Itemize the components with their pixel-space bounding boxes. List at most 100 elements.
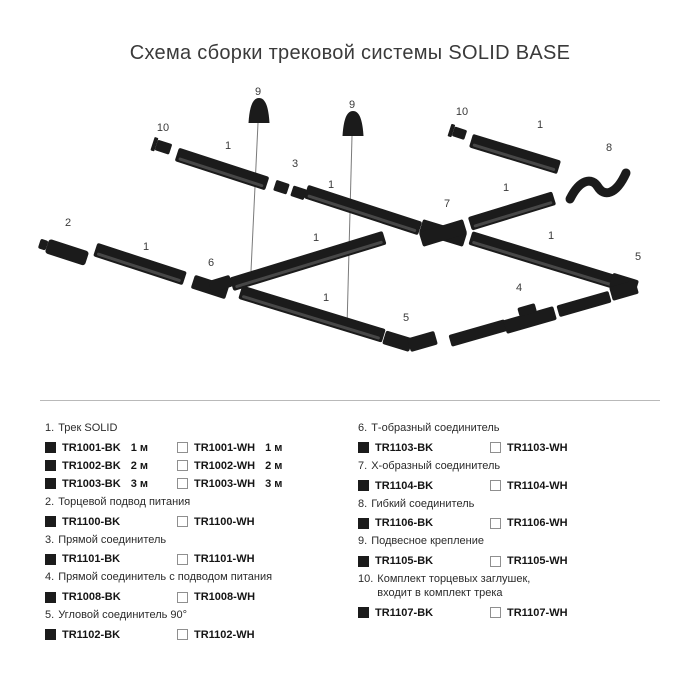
callout-number: 5 [403,312,409,324]
legend-item-title: 6. Т-образный соединитель [358,422,657,436]
track-segment [175,148,269,190]
white-swatch [177,591,188,603]
legend-entry-white: TR1103-WH [490,442,657,454]
legend-item-end-feed: 2. Торцевой подвод питания TR1100-BK TR1… [45,496,344,528]
legend-item-t-connector: 6. Т-образный соединитель TR1103-BK TR11… [358,422,657,454]
legend-item-label: Гибкий соединитель [371,497,475,510]
legend-row: TR1003-BK 3 м TR1003-WH 3 м [45,478,344,490]
legend-entry-white: TR1101-WH [177,553,344,565]
legend-entry-white: TR1008-WH [177,591,344,603]
legend-item-label: Прямой соединитель с подводом питания [58,571,273,584]
legend-item-title: 7. Х-образный соединитель [358,460,657,474]
legend-item-number: 5. [45,609,55,621]
product-size: 1 м [265,441,283,454]
product-code: TR1101-WH [194,553,255,566]
power-feed-icon [38,239,89,266]
track-segment [448,319,508,347]
x-connector-icon [419,219,467,247]
legend-item-label: Подвесное крепление [371,535,484,548]
callout-number: 1 [328,179,334,191]
legend-item-title: 1. Трек SOLID [45,422,344,436]
product-code: TR1008-BK [62,591,121,603]
callout-number: 7 [444,198,450,210]
track-segment [468,191,556,231]
white-swatch [177,516,188,527]
legend-row: TR1104-BK TR1104-WH [358,480,657,492]
corner-connector-icon [609,273,639,301]
legend-item-title: 10. Комплект торцевых заглушек, входит в… [358,573,657,601]
product-code: TR1002-WH [194,459,256,472]
legend-column-left: 1. Трек SOLID TR1001-BK 1 м TR1001-WH 1 … [45,417,344,647]
legend-item-label: Угловой соединитель 90° [58,609,188,621]
black-swatch [358,480,369,491]
white-swatch [177,478,188,490]
white-swatch [490,607,501,618]
legend-entry-black: TR1104-BK [358,480,490,492]
legend-item-title: 3. Прямой соединитель [45,534,344,548]
track-segment [93,243,187,285]
corner-connector-icon [382,330,438,352]
product-code: TR1106-BK [375,517,434,530]
track-segment [469,134,561,174]
product-code: TR1001-BK [62,441,121,454]
legend-item-number: 6. [358,422,368,434]
legend-item-label: Х-образный соединитель [371,459,501,472]
product-code: TR1105-WH [507,555,568,567]
product-code: TR1001-WH [194,441,256,454]
callout-number: 9 [349,99,355,111]
legend-item-end-caps: 10. Комплект торцевых заглушек, входит в… [358,573,657,619]
product-code: TR1103-BK [375,441,434,454]
callout-number: 9 [255,86,261,98]
legend-entry-black: TR1105-BK [358,555,490,567]
legend-entry-black: TR1103-BK [358,442,490,454]
black-swatch [45,442,56,454]
white-swatch [490,480,501,491]
legend-entry-white: TR1104-WH [490,480,657,492]
legend-item-title: 2. Торцевой подвод питания [45,496,344,510]
legend-item-label: Комплект торцевых заглушек, входит в ком… [377,573,531,599]
legend-item-label: Прямой соединитель [58,533,167,546]
product-size: 3 м [130,477,148,490]
product-size: 2 м [130,459,148,472]
pendant-cable [250,122,259,272]
power-connector-icon [503,303,557,334]
product-code: TR1003-BK [62,477,121,490]
legend-entry-black: TR1002-BK 2 м [45,460,177,472]
black-swatch [45,591,56,603]
legend-entry-black: TR1101-BK [45,553,177,565]
product-code: TR1008-WH [194,591,256,603]
divider [40,400,660,401]
black-swatch [45,553,56,565]
legend-row: TR1103-BK TR1103-WH [358,442,657,454]
white-swatch [490,517,501,529]
black-swatch [358,555,369,567]
legend-entry-black: TR1102-BK [45,629,177,641]
pendant-cable [346,135,353,328]
legend-item-title: 5. Угловой соединитель 90° [45,609,344,623]
legend-item-pendant-mount: 9. Подвесное крепление TR1105-BK TR1105-… [358,535,657,567]
callout-number: 1 [503,182,509,194]
product-code: TR1107-WH [507,606,568,619]
pendant-mount-icon [342,111,364,136]
legend-item-straight-connector: 3. Прямой соединитель TR1101-BK TR1101-W… [45,534,344,565]
callout-number: 10 [157,122,169,134]
callout-number: 2 [65,217,71,229]
product-code: TR1107-BK [375,606,434,619]
legend-item-title: 9. Подвесное крепление [358,535,657,549]
legend-entry-white: TR1105-WH [490,555,657,567]
white-swatch [490,555,501,567]
white-swatch [177,442,188,454]
product-size: 3 м [265,477,283,490]
legend-item-title: 8. Гибкий соединитель [358,498,657,512]
product-code: TR1102-WH [194,628,255,641]
black-swatch [358,442,369,454]
black-swatch [358,607,369,618]
callout-number: 5 [635,251,641,263]
callout-number: 4 [516,282,522,294]
product-size: 1 м [130,441,148,454]
legend-entry-black: TR1106-BK [358,517,490,529]
white-swatch [490,442,501,454]
callout-number: 6 [208,257,214,269]
end-cap-icon [150,137,172,155]
track-segment [304,185,422,235]
